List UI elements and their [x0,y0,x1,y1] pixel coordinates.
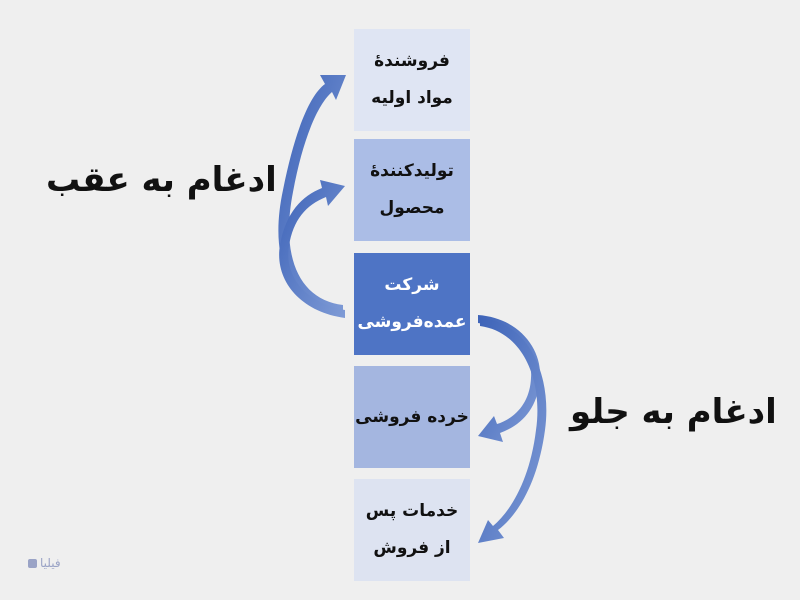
forward-integration-label: ادغام به جلو [570,392,777,432]
backward-integration-label: ادغام به عقب [46,160,277,200]
logo-text: فیلیا [40,556,61,570]
box-label-line2: محصول [379,198,445,218]
box-label-line2: مواد اولیه [371,88,453,108]
backward-arrow-to-supplier [278,75,346,313]
box-raw-material-supplier: فروشندۀ مواد اولیه [354,29,470,131]
box-label-line2: از فروش [373,538,451,558]
logo-icon [28,558,37,568]
box-label-line1: شرکت [384,275,440,295]
box-retail: خرده فروشی [354,366,470,468]
backward-arrow-to-producer [279,180,345,318]
box-product-manufacturer: تولیدکنندۀ محصول [354,139,470,241]
forward-arrow-to-aftersales [478,318,547,543]
box-label-line1: خدمات پس [365,501,459,521]
box-label-line1: خرده فروشی [355,406,469,427]
watermark-logo: فیلیا [28,556,61,570]
box-label-line1: فروشندۀ [374,51,450,71]
box-label-line2: عمده‌فروشی [357,312,467,332]
box-wholesale-company: شرکت عمده‌فروشی [354,253,470,355]
box-label-line1: تولیدکنندۀ [370,161,454,181]
box-after-sales-service: خدمات پس از فروش [354,479,470,581]
